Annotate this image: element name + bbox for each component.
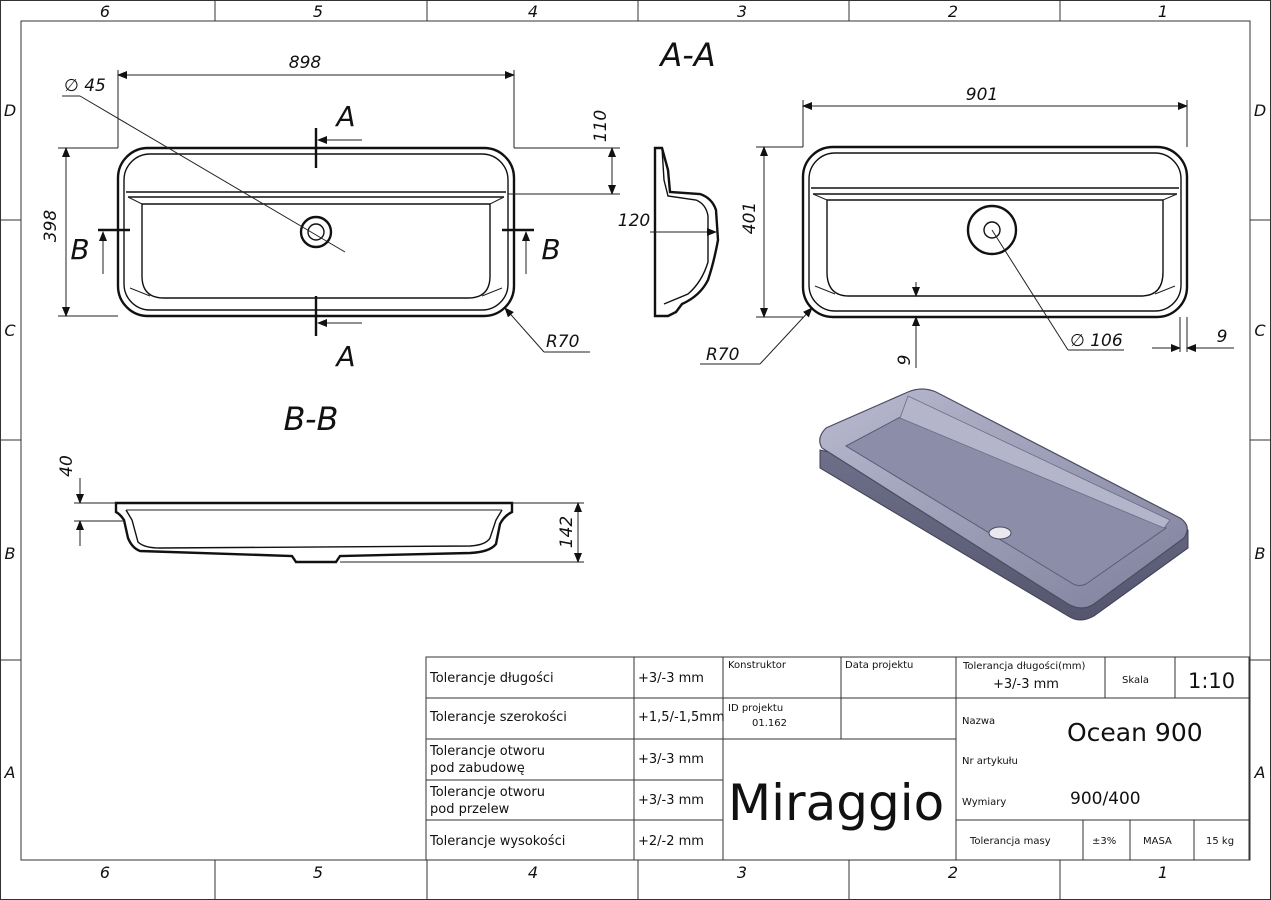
section-bb-title: B-B: [284, 400, 339, 438]
tolerance-hole-build-label-line2: pod zabudowę: [430, 761, 525, 776]
nazwa-value: Ocean 900: [1067, 718, 1203, 747]
konstruktor-label: Konstruktor: [728, 660, 787, 671]
bottom-drain-hole: [966, 204, 1018, 256]
brand-logo: Miraggio: [728, 774, 944, 832]
tolerancja-masy-label: Tolerancja masy: [969, 836, 1051, 847]
zone-row-c-left: C: [4, 321, 16, 340]
nazwa-label: Nazwa: [962, 716, 995, 727]
top-drain-hole: [299, 215, 333, 249]
masa-label: MASA: [1143, 836, 1172, 847]
dim-edge-horizontal: 9: [1217, 327, 1228, 347]
zone-row-b-right: B: [1255, 544, 1266, 563]
tolerance-height-label: Tolerancje wysokości: [429, 834, 565, 849]
tolerancja-masy-value: ±3%: [1092, 836, 1116, 847]
dim-bottom-hole: ∅ 106: [1070, 331, 1123, 351]
zone-row-d-right: D: [1254, 101, 1266, 120]
skala-value: 1:10: [1188, 669, 1235, 693]
bottom-view: [700, 100, 1234, 368]
masa-value: 15 kg: [1206, 836, 1234, 847]
nr-artykulu-label: Nr artykułu: [962, 756, 1018, 767]
section-marker-a-top: A: [334, 100, 355, 133]
dim-section-rim: 40: [57, 455, 77, 477]
zone-col-1-top: 1: [1158, 2, 1168, 21]
data-projektu-label: Data projektu: [845, 660, 913, 671]
dim-top-hole: ∅ 45: [64, 76, 106, 96]
tolerance-height-value: +2/-2 mm: [638, 834, 704, 849]
top-view: [58, 70, 620, 353]
zone-col-6-top: 6: [100, 2, 110, 21]
dim-top-length: 898: [289, 53, 322, 73]
tolerance-length-mm-value: +3/-3 mm: [993, 677, 1059, 692]
section-marker-b-left: B: [70, 233, 89, 266]
tolerance-length-value: +3/-3 mm: [638, 671, 704, 686]
tolerance-length-mm-label: Tolerancja długości(mm): [962, 660, 1085, 672]
dim-bottom-length: 901: [966, 85, 998, 105]
wymiary-value: 900/400: [1070, 789, 1141, 809]
zone-col-5-bottom: 5: [313, 863, 323, 882]
tolerance-length-label: Tolerancje długości: [429, 671, 554, 686]
zone-labels: 6 5 4 3 2 1 6 5 4 3 2 1 D C B A D C B A: [4, 2, 1267, 882]
dim-top-shelf: 110: [591, 110, 611, 142]
id-projektu-value: 01.162: [752, 718, 787, 729]
dim-radius-right: R70: [706, 345, 739, 365]
tolerance-hole-build-label-line1: Tolerancje otworu: [429, 744, 545, 759]
tolerance-width-label: Tolerancje szerokości: [429, 710, 567, 725]
zone-row-a-left: A: [4, 763, 16, 782]
basin-shelf: [899, 395, 1171, 529]
dim-edge-vertical: 9: [895, 355, 915, 366]
title-block: [425, 656, 1250, 861]
dim-section-height: 142: [557, 516, 577, 548]
basin-inner-bowl: [844, 413, 1168, 587]
zone-row-b-left: B: [5, 544, 16, 563]
basin-3d-render: [819, 388, 1189, 621]
tolerance-hole-build-value: +3/-3 mm: [638, 752, 704, 767]
tolerance-overflow-label-line2: pod przelew: [430, 802, 510, 817]
section-bb-view: [74, 478, 584, 564]
skala-label: Skala: [1122, 675, 1149, 686]
zone-row-a-right: A: [1254, 763, 1266, 782]
zone-col-6-bottom: 6: [100, 863, 110, 882]
dim-side-depth: 120: [618, 211, 650, 231]
section-aa-title: A-A: [658, 36, 715, 74]
side-section-view: [650, 146, 720, 318]
tolerance-width-value: +1,5/-1,5mm: [638, 710, 725, 725]
section-marker-a-bottom: A: [334, 340, 355, 373]
zone-row-d-left: D: [4, 101, 16, 120]
id-projektu-label: ID projektu: [728, 703, 783, 714]
section-marker-b-right: B: [541, 233, 560, 266]
zone-col-3-bottom: 3: [737, 863, 747, 882]
basin-drain: [988, 526, 1012, 540]
tolerance-overflow-label-line1: Tolerancje otworu: [429, 785, 545, 800]
zone-col-5-top: 5: [313, 2, 323, 21]
zone-row-c-right: C: [1254, 321, 1266, 340]
dim-bottom-width: 401: [740, 202, 760, 234]
zone-col-3-top: 3: [737, 2, 747, 21]
zone-col-1-bottom: 1: [1158, 863, 1168, 882]
wymiary-label: Wymiary: [962, 797, 1006, 808]
tolerance-overflow-value: +3/-3 mm: [638, 793, 704, 808]
zone-col-4-bottom: 4: [528, 863, 538, 882]
zone-col-2-top: 2: [948, 2, 958, 21]
zone-col-2-bottom: 2: [948, 863, 958, 882]
dim-top-width: 398: [41, 210, 61, 243]
zone-col-4-top: 4: [528, 2, 538, 21]
dim-radius-left: R70: [546, 332, 579, 352]
